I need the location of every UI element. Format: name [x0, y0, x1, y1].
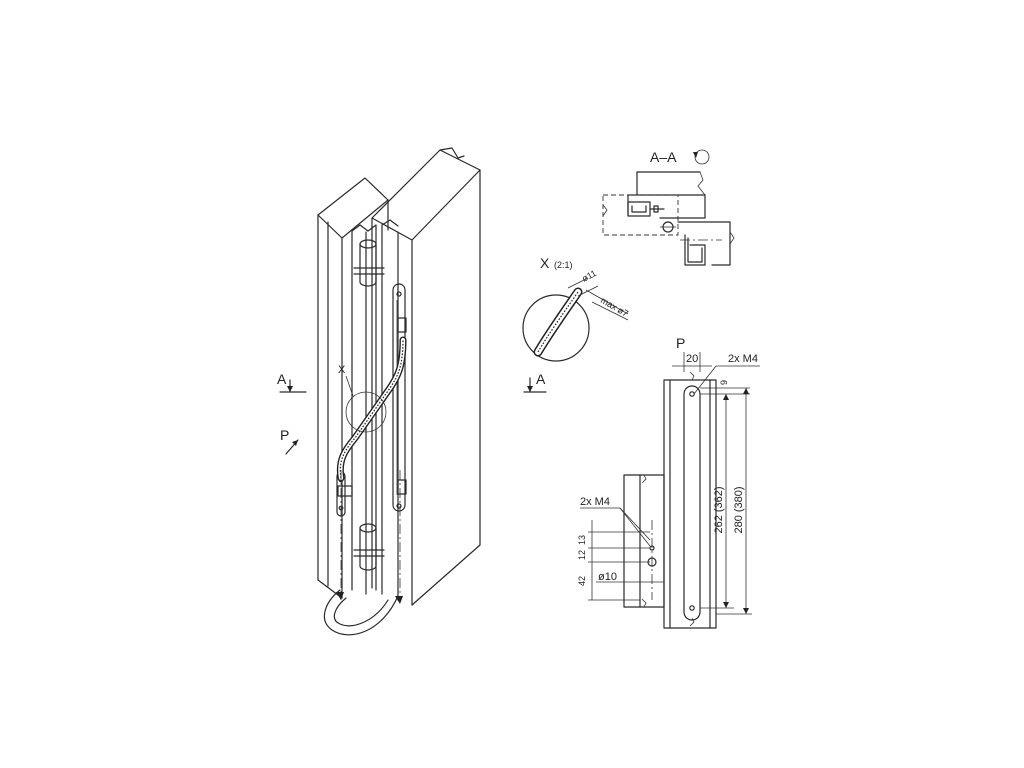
hinge-bottom [353, 523, 385, 571]
swing-arrow [323, 470, 403, 636]
dim-width-20: 20 [686, 353, 698, 365]
dim-offset-9: 9 [719, 380, 729, 385]
view-p-left-label: P [280, 427, 289, 443]
rotation-symbol [694, 149, 710, 165]
dim-diam-10: ø10 [598, 571, 617, 583]
dim-max-diam-7: max ø7 [599, 295, 630, 319]
door-leaf [371, 147, 481, 606]
dim-12: 12 [577, 550, 587, 560]
detail-x-circle [345, 391, 387, 433]
detail-x-scale: (2:1) [554, 260, 573, 270]
detail-x-title: X [540, 255, 550, 271]
dim-length-280: 280 (380) [733, 486, 745, 533]
detail-x: X (2:1) ø11 max ø7 A [522, 255, 630, 393]
dim-length-262: 262 (362) [713, 486, 725, 533]
section-mark-right-label: A [536, 371, 546, 387]
dim-screws-left: 2x M4 [580, 496, 610, 508]
section-title: A–A [650, 149, 677, 165]
view-p-left: P [280, 427, 299, 455]
hinge-top [353, 239, 385, 287]
section-a-a: A–A [602, 149, 735, 266]
section-mark-left: A [277, 371, 307, 393]
view-p-right-label: P [676, 335, 685, 351]
mounting-plate-door [392, 283, 407, 512]
view-p-right: P 20 2x M4 9 [577, 335, 760, 629]
frame-profile-left [317, 177, 389, 599]
dim-13: 13 [577, 535, 587, 545]
section-mark-left-label: A [277, 371, 287, 387]
dim-screws-top: 2x M4 [728, 353, 758, 365]
cable-transition [336, 336, 407, 482]
dim-42: 42 [577, 576, 587, 586]
detail-x-leader-label: X [338, 364, 346, 376]
isometric-assembly: X A P [277, 147, 481, 636]
detail-x-circle-big [522, 294, 590, 362]
dim-diam-11: ø11 [580, 268, 598, 284]
